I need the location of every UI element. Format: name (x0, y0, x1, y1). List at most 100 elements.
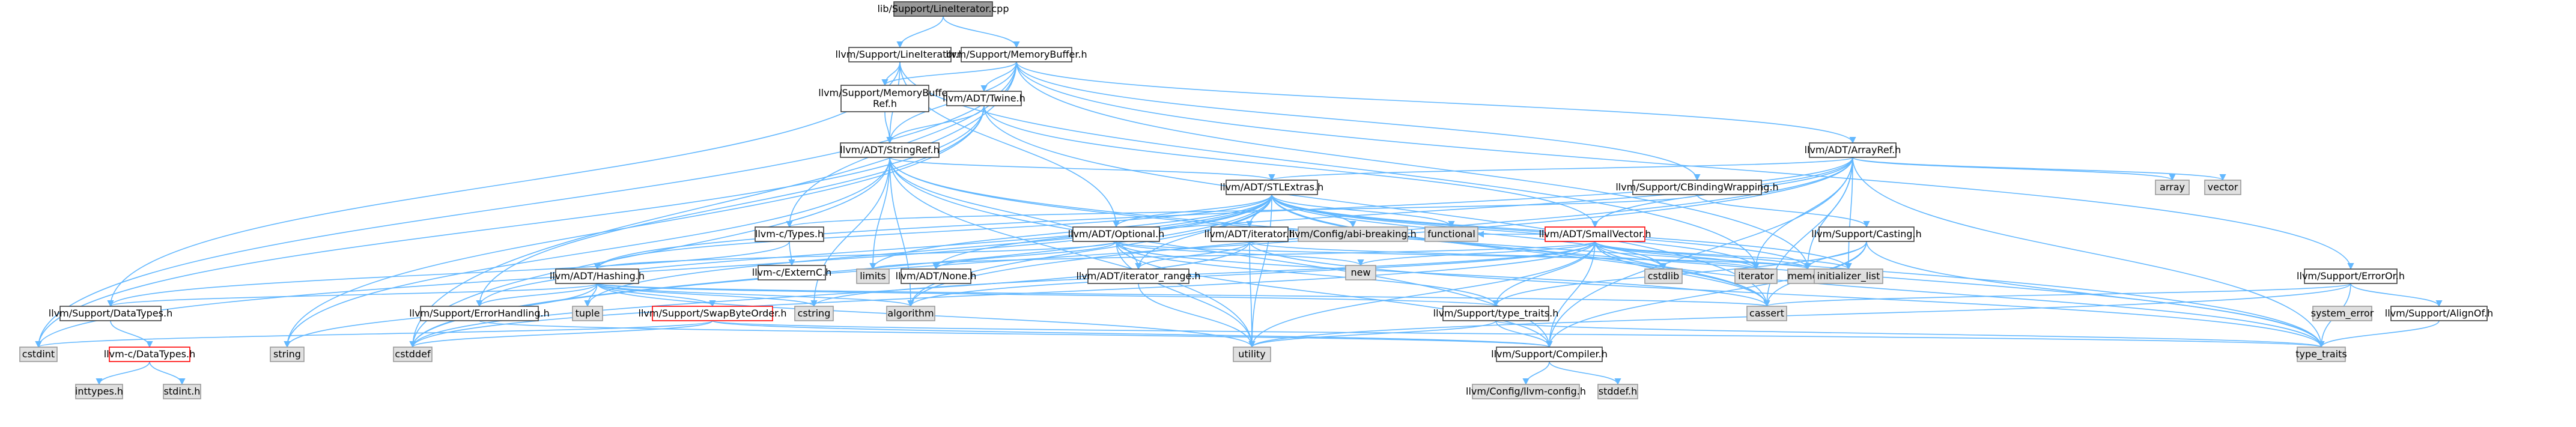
node-label: cstdint (22, 348, 55, 360)
node-label: llvm/ADT/StringRef.h (840, 144, 939, 156)
dependency-edge (1852, 157, 2325, 348)
dependency-edge (1271, 194, 1811, 270)
dependency-edge (107, 283, 598, 307)
node-box (1233, 347, 1271, 362)
node-box (755, 226, 824, 242)
dependency-edge (1594, 241, 2325, 348)
dependency-edge (1016, 61, 1856, 144)
node-initlist: initializer_list (1814, 268, 1883, 284)
node-algorithm: algorithm (886, 306, 935, 321)
node-hashing[interactable]: llvm/ADT/Hashing.h (550, 268, 645, 284)
dependency-edge (1135, 194, 1272, 270)
dependency-edge (1804, 241, 1867, 270)
node-smallvec[interactable]: llvm/ADT/SmallVector.h (1539, 226, 1651, 242)
node-label: cstring (798, 307, 831, 319)
dependency-edge (584, 194, 1272, 307)
node-cassert: cassert (1746, 306, 1787, 321)
node-ctypes[interactable]: llvm-c/Types.h (755, 226, 824, 242)
node-root[interactable]: lib/Support/LineIterator.cpp (877, 1, 1009, 17)
dependency-edge (1492, 241, 1596, 307)
node-typetraitsh[interactable]: llvm/Support/type_traits.h (1433, 306, 1559, 321)
node-alignof[interactable]: llvm/Support/AlignOf.h (2385, 306, 2493, 321)
dependency-edge (1549, 361, 1621, 386)
node-box (893, 1, 993, 17)
dependency-edge (409, 320, 713, 348)
dependency-edge (712, 320, 1552, 348)
node-label: limits (860, 270, 886, 282)
dependency-edge (1016, 61, 2354, 270)
dependency-edge (1116, 241, 1770, 307)
dependency-edge (1248, 241, 1256, 348)
node-box (652, 306, 773, 321)
node-box (2155, 180, 2190, 195)
dependency-edge (1546, 241, 1867, 348)
node-stlextras[interactable]: llvm/ADT/STLExtras.h (1220, 180, 1323, 195)
dependency-edge (1135, 241, 1250, 270)
node-box (59, 306, 162, 321)
node-cbinding[interactable]: llvm/Support/CBindingWrapping.h (1615, 180, 1779, 195)
node-box (856, 268, 890, 284)
node-label: system_error (2311, 307, 2374, 319)
node-iteratorh[interactable]: llvm/ADT/iterator.h (1204, 226, 1295, 242)
node-cdatatypes[interactable]: llvm-c/DataTypes.h (104, 347, 195, 362)
node-arrayref[interactable]: llvm/ADT/ArrayRef.h (1805, 142, 1901, 158)
node-stddefh: stddef.h (1597, 384, 1638, 399)
dependency-edge (597, 283, 914, 307)
node-box (1087, 268, 1189, 284)
node-label: llvm/Support/ErrorHandling.h (409, 307, 550, 319)
dependency-edge (1248, 320, 1496, 348)
node-label: cstddef (395, 348, 431, 360)
node-inttypes: inttypes.h (75, 384, 123, 399)
node-twine[interactable]: llvm/ADT/Twine.h (943, 91, 1025, 106)
dependency-edge (409, 241, 1250, 348)
node-optional[interactable]: llvm/ADT/Optional.h (1068, 226, 1165, 242)
node-box (2297, 347, 2346, 362)
dependency-edge (884, 111, 893, 144)
node-label: functional (1427, 228, 1475, 240)
node-errhandling[interactable]: llvm/Support/ErrorHandling.h (409, 306, 550, 321)
dependency-edge (1271, 194, 1770, 307)
dependency-edge (932, 241, 1117, 270)
dependency-edge (1116, 241, 1364, 267)
node-label: cassert (1749, 307, 1784, 319)
node-cstdint: cstdint (19, 347, 58, 362)
node-label: stdint.h (164, 386, 201, 397)
node-box (1496, 347, 1603, 362)
node-label: vector (2208, 181, 2238, 193)
node-membuf[interactable]: llvm/Support/MemoryBuffer.h (946, 47, 1087, 62)
dependency-edge (1268, 157, 1853, 181)
node-none[interactable]: llvm/ADT/None.h (896, 268, 977, 284)
node-swapbyte[interactable]: llvm/Support/SwapByteOrder.h (639, 306, 787, 321)
node-box (555, 268, 639, 284)
node-label: llvm/Support/CBindingWrapping.h (1615, 181, 1778, 193)
node-iterrange[interactable]: llvm/ADT/iterator_range.h (1076, 268, 1201, 284)
node-compiler[interactable]: llvm/Support/Compiler.h (1491, 347, 1608, 362)
node-lineiter[interactable]: llvm/Support/LineIterator.h (836, 47, 965, 62)
node-label: inttypes.h (75, 386, 123, 397)
node-label: llvm/Support/MemoryBuffer.h (946, 49, 1087, 60)
dependency-edge (1249, 241, 2325, 348)
node-label: array (2160, 181, 2185, 193)
node-functional: functional (1424, 226, 1478, 242)
node-erroror[interactable]: llvm/Support/ErrorOr.h (2297, 268, 2405, 284)
dependency-edge (907, 194, 1272, 307)
dependency-edge (110, 320, 153, 348)
node-cstdlib: cstdlib (1644, 268, 1683, 284)
node-label: type_traits (2295, 348, 2347, 360)
dependency-edge (1116, 241, 1256, 348)
node-label: llvm/ADT/Hashing.h (550, 270, 645, 282)
node-externc[interactable]: llvm-c/ExternC.h (752, 265, 831, 280)
node-box (1734, 268, 1778, 284)
dependency-edge (597, 283, 818, 307)
node-box (886, 306, 935, 321)
node-datatypes[interactable]: llvm/Support/DataTypes.h (49, 306, 173, 321)
node-label: llvm/Support/SwapByteOrder.h (639, 307, 787, 319)
node-label: llvm/ADT/Twine.h (943, 92, 1025, 104)
node-casting[interactable]: llvm/Support/Casting.h (1811, 226, 1922, 242)
node-stringref[interactable]: llvm/ADT/StringRef.h (840, 142, 940, 158)
dependency-edge (96, 361, 150, 386)
node-limits: limits (856, 268, 890, 284)
node-label: llvm/ADT/iterator.h (1204, 228, 1295, 240)
